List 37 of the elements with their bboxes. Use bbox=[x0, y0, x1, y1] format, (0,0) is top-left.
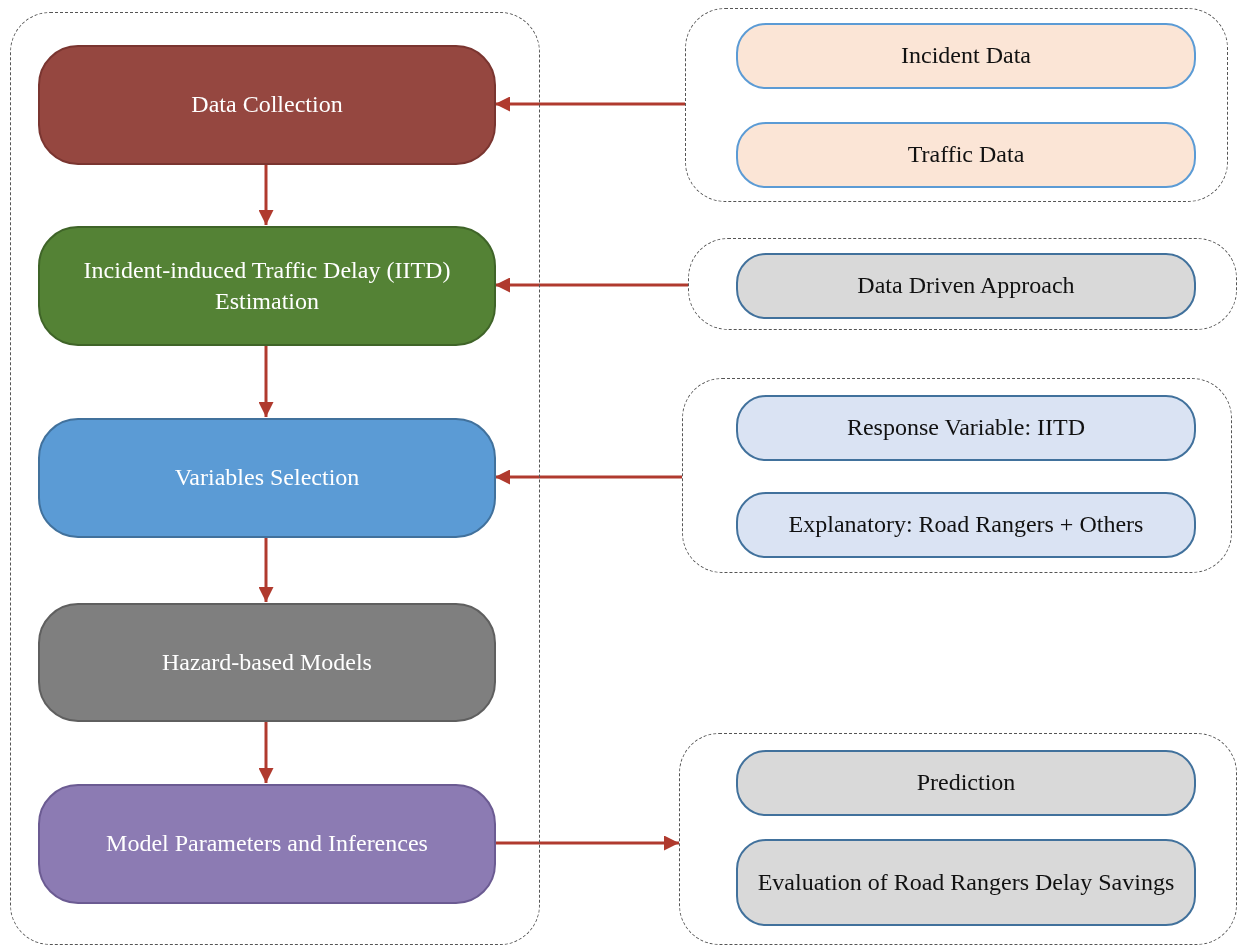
group-frame bbox=[679, 733, 1237, 945]
arrow bbox=[495, 277, 688, 293]
box-label: Variables Selection bbox=[173, 463, 361, 493]
arrow bbox=[258, 537, 274, 602]
box-label: Traffic Data bbox=[906, 140, 1026, 170]
box-label: Explanatory: Road Rangers + Others bbox=[787, 510, 1145, 540]
box-label: Incident-induced Traffic Delay (IITD) Estimation bbox=[82, 255, 452, 316]
group-frame bbox=[10, 12, 540, 945]
arrow bbox=[258, 345, 274, 417]
box-label: Prediction bbox=[915, 768, 1017, 798]
arrow bbox=[258, 164, 274, 225]
box-label: Response Variable: IITD bbox=[845, 413, 1087, 443]
group-frame bbox=[688, 238, 1237, 330]
process-box bbox=[38, 226, 496, 346]
item-box bbox=[736, 839, 1196, 926]
process-box bbox=[38, 45, 496, 165]
item-box bbox=[736, 492, 1196, 558]
item-box bbox=[736, 122, 1196, 188]
arrow bbox=[258, 721, 274, 783]
box-label: Hazard-based Models bbox=[161, 647, 373, 677]
group-frame bbox=[682, 378, 1232, 573]
item-box bbox=[736, 253, 1196, 319]
group-frame bbox=[685, 8, 1228, 202]
box-label: Incident Data bbox=[900, 41, 1032, 71]
item-box bbox=[736, 395, 1196, 461]
item-box bbox=[736, 750, 1196, 816]
arrow bbox=[495, 96, 685, 112]
process-box bbox=[38, 784, 496, 904]
process-box bbox=[38, 603, 496, 722]
process-box bbox=[38, 418, 496, 538]
box-label: Evaluation of Road Rangers Delay Savings bbox=[756, 867, 1176, 897]
box-label: Data Collection bbox=[190, 90, 344, 120]
item-box bbox=[736, 23, 1196, 89]
box-label: Data Driven Approach bbox=[856, 271, 1076, 301]
arrow bbox=[495, 835, 679, 851]
arrow bbox=[495, 469, 682, 485]
box-label: Model Parameters and Inferences bbox=[105, 829, 429, 859]
